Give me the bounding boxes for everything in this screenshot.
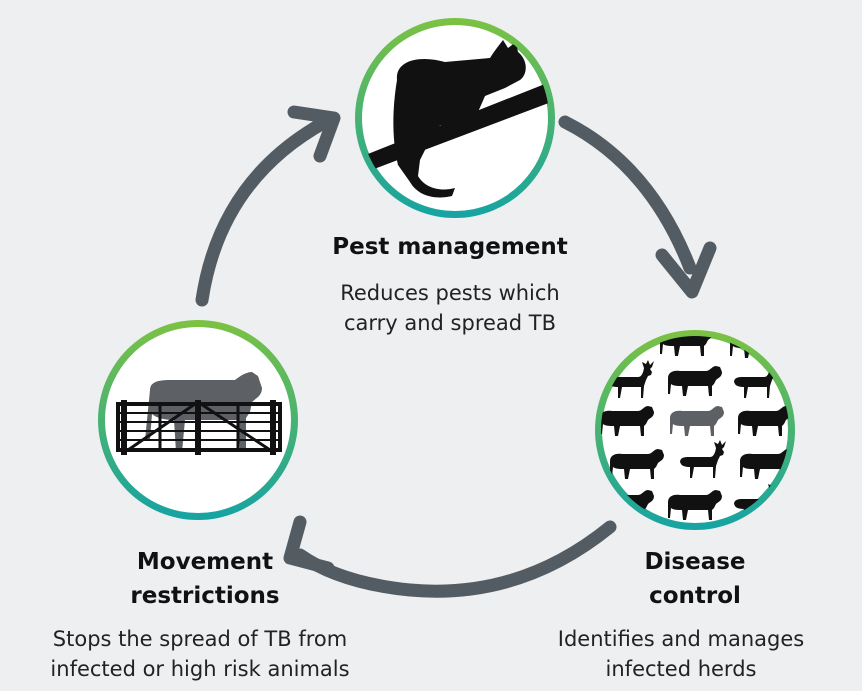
disease-control-title: Disease control <box>580 545 810 613</box>
title-line: control <box>649 583 741 609</box>
description-line: infected or high risk animals <box>50 657 350 681</box>
arrow-movement-to-pest <box>195 115 332 307</box>
gate-icon <box>116 400 282 455</box>
pest-management-image <box>355 18 555 218</box>
arrowhead-movement <box>283 515 335 575</box>
title-line: restrictions <box>130 583 280 609</box>
disease-control-image <box>595 330 795 530</box>
movement-restrictions-description: Stops the spread of TB from infected or … <box>0 624 400 684</box>
pest-management-title: Pest management <box>332 234 568 260</box>
title-line: Movement <box>136 549 274 575</box>
movement-restrictions-image <box>98 320 298 520</box>
title-line: Disease <box>644 549 746 575</box>
description-line: infected herds <box>605 657 757 681</box>
disease-control-description: Identifies and manages infected herds <box>500 624 862 684</box>
description-line: carry and spread TB <box>343 311 557 335</box>
cycle-arrows <box>195 115 697 598</box>
description-line: Identifies and manages <box>557 627 805 651</box>
description-line: Reduces pests which <box>340 281 560 305</box>
possum-icon <box>361 40 549 198</box>
arrowhead-pest <box>287 105 341 163</box>
arrow-disease-to-movement <box>293 520 617 598</box>
arrowhead-disease <box>655 241 717 299</box>
movement-restrictions-title: Movement restrictions <box>60 545 350 613</box>
arrow-pest-to-disease <box>558 115 697 275</box>
description-line: Stops the spread of TB from <box>52 627 348 651</box>
pest-management-description: Reduces pests which carry and spread TB <box>260 278 640 338</box>
